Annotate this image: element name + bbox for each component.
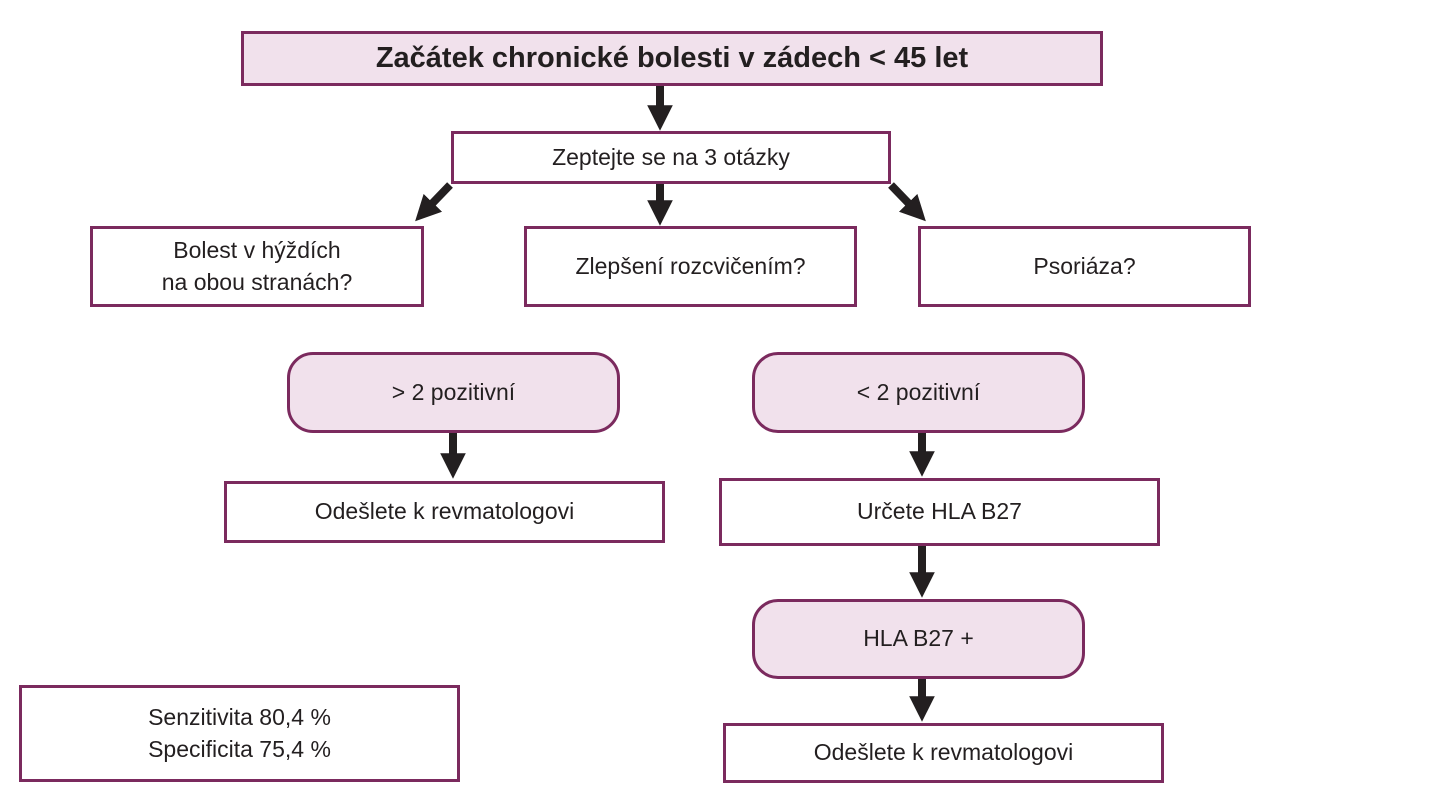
positive-less-text: < 2 pozitivní (856, 378, 981, 405)
hla-positive-text: HLA B27 + (863, 625, 974, 652)
sensitivity-text: Senzitivita 80,4 % (148, 704, 331, 731)
hla-positive-pill: HLA B27 + (752, 599, 1085, 679)
question-text-buttock-pain: Bolest v hýždích na obou stranách? (162, 235, 353, 297)
question-text-psoriasis: Psoriáza? (1033, 252, 1136, 279)
refer-right-box: Odešlete k revmatologovi (723, 723, 1164, 783)
ask-text: Zeptejte se na 3 otázky (552, 143, 790, 170)
ask-box: Zeptejte se na 3 otázky (451, 131, 891, 184)
question-box-exercise: Zlepšení rozcvičením? (524, 226, 857, 307)
title-box: Začátek chronické bolesti v zádech < 45 … (241, 31, 1103, 86)
refer-right-text: Odešlete k revmatologovi (813, 739, 1074, 766)
stats-text: Senzitivita 80,4 % Specificita 75,4 % (148, 702, 331, 764)
question-box-psoriasis: Psoriáza? (918, 226, 1251, 307)
arrow-ask-to-q3 (888, 182, 926, 222)
positive-less-pill: < 2 pozitivní (752, 352, 1085, 433)
refer-left-box: Odešlete k revmatologovi (224, 481, 665, 543)
arrow-ask-to-q1 (415, 182, 453, 222)
title-text: Začátek chronické bolesti v zádech < 45 … (375, 41, 969, 74)
question-box-buttock-pain: Bolest v hýždích na obou stranách? (90, 226, 424, 307)
determine-hla-text: Určete HLA B27 (857, 498, 1022, 525)
question-text-exercise: Zlepšení rozcvičením? (575, 252, 806, 279)
specificity-text: Specificita 75,4 % (148, 735, 331, 762)
determine-hla-box: Určete HLA B27 (719, 478, 1160, 546)
positive-more-pill: > 2 pozitivní (287, 352, 620, 433)
stats-box: Senzitivita 80,4 % Specificita 75,4 % (19, 685, 460, 782)
question-line-2: na obou stranách? (161, 268, 353, 295)
refer-left-text: Odešlete k revmatologovi (314, 498, 575, 525)
positive-more-text: > 2 pozitivní (391, 378, 516, 405)
question-line-1: Bolest v hýždích (173, 237, 341, 264)
